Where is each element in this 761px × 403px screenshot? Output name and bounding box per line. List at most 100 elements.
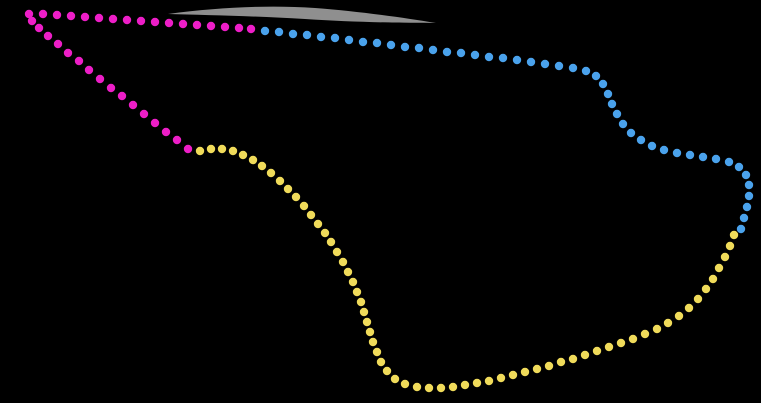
track-dot <box>139 109 149 119</box>
track-dot <box>496 373 506 383</box>
track-dot <box>616 338 626 348</box>
track-dot <box>742 202 752 212</box>
pit-lane-shape <box>168 6 436 24</box>
track-dot <box>136 16 146 26</box>
track-dot <box>512 55 522 65</box>
track-dot <box>24 9 34 19</box>
track-dot <box>43 31 53 41</box>
track-dot <box>729 230 739 240</box>
track-dot <box>674 311 684 321</box>
track-dot <box>744 180 754 190</box>
track-dot <box>484 52 494 62</box>
track-dot <box>456 48 466 58</box>
track-dot <box>390 374 400 384</box>
track-dot <box>27 16 37 26</box>
track-dot <box>161 127 171 137</box>
track-dot <box>400 379 410 389</box>
track-dot <box>460 380 470 390</box>
track-dot <box>741 170 751 180</box>
track-dot <box>508 370 518 380</box>
track-dot <box>652 324 662 334</box>
track-dot <box>568 354 578 364</box>
track-dot <box>724 157 734 167</box>
track-dot <box>348 277 358 287</box>
track-dot <box>540 59 550 69</box>
track-dot <box>663 318 673 328</box>
track-dot <box>618 119 628 129</box>
track-dot <box>356 297 366 307</box>
track-dot <box>556 357 566 367</box>
track-dot <box>520 367 530 377</box>
track-dot <box>626 128 636 138</box>
track-dot <box>274 27 284 37</box>
track-dot <box>217 144 227 154</box>
track-dot <box>84 65 94 75</box>
track-dot <box>628 334 638 344</box>
track-dot <box>581 66 591 76</box>
track-dot <box>352 287 362 297</box>
track-dot <box>720 252 730 262</box>
track-dot <box>344 35 354 45</box>
track-dot <box>362 317 372 327</box>
track-dot <box>672 148 682 158</box>
track-dot <box>238 150 248 160</box>
track-dot <box>228 146 238 156</box>
track-dot <box>684 303 694 313</box>
track-dot <box>38 9 48 19</box>
track-dot <box>484 376 494 386</box>
track-dot <box>291 192 301 202</box>
track-dot <box>192 20 202 30</box>
track-dot <box>372 38 382 48</box>
track-dot <box>598 79 608 89</box>
track-dot <box>592 346 602 356</box>
track-dot <box>183 144 193 154</box>
track-dot <box>436 383 446 393</box>
track-dot <box>206 21 216 31</box>
track-dot <box>53 39 63 49</box>
track-dot <box>74 56 84 66</box>
track-dot <box>246 24 256 34</box>
track-dot <box>428 45 438 55</box>
track-dot <box>636 135 646 145</box>
track-dot <box>63 48 73 58</box>
track-dot <box>412 382 422 392</box>
track-dot <box>714 263 724 273</box>
track-dot <box>701 284 711 294</box>
track-dot <box>343 267 353 277</box>
track-dot <box>266 168 276 178</box>
track-dot <box>150 118 160 128</box>
track-dot <box>122 15 132 25</box>
track-dot <box>659 145 669 155</box>
track-dot <box>448 382 458 392</box>
track-dot <box>288 29 298 39</box>
track-dot <box>178 19 188 29</box>
track-dot <box>248 155 258 165</box>
track-dot <box>382 366 392 376</box>
track-dot <box>739 213 749 223</box>
track-dot <box>734 162 744 172</box>
track-dot <box>365 327 375 337</box>
track-dot <box>257 161 267 171</box>
track-dot <box>299 201 309 211</box>
track-dot <box>591 71 601 81</box>
track-dot <box>206 144 216 154</box>
track-dot <box>234 23 244 33</box>
track-dot <box>640 329 650 339</box>
track-dot <box>424 383 434 393</box>
track-dot <box>128 100 138 110</box>
track-dot <box>604 342 614 352</box>
track-dot <box>106 83 116 93</box>
track-dot <box>386 40 396 50</box>
track-dot <box>94 13 104 23</box>
track-dot <box>164 18 174 28</box>
track-dot <box>532 364 542 374</box>
track-dot <box>34 23 44 33</box>
track-dot <box>612 109 622 119</box>
track-dot <box>260 26 270 36</box>
track-dot <box>330 33 340 43</box>
track-dot <box>359 307 369 317</box>
track-dot <box>607 99 617 109</box>
track-dot <box>275 176 285 186</box>
track-dot <box>470 50 480 60</box>
